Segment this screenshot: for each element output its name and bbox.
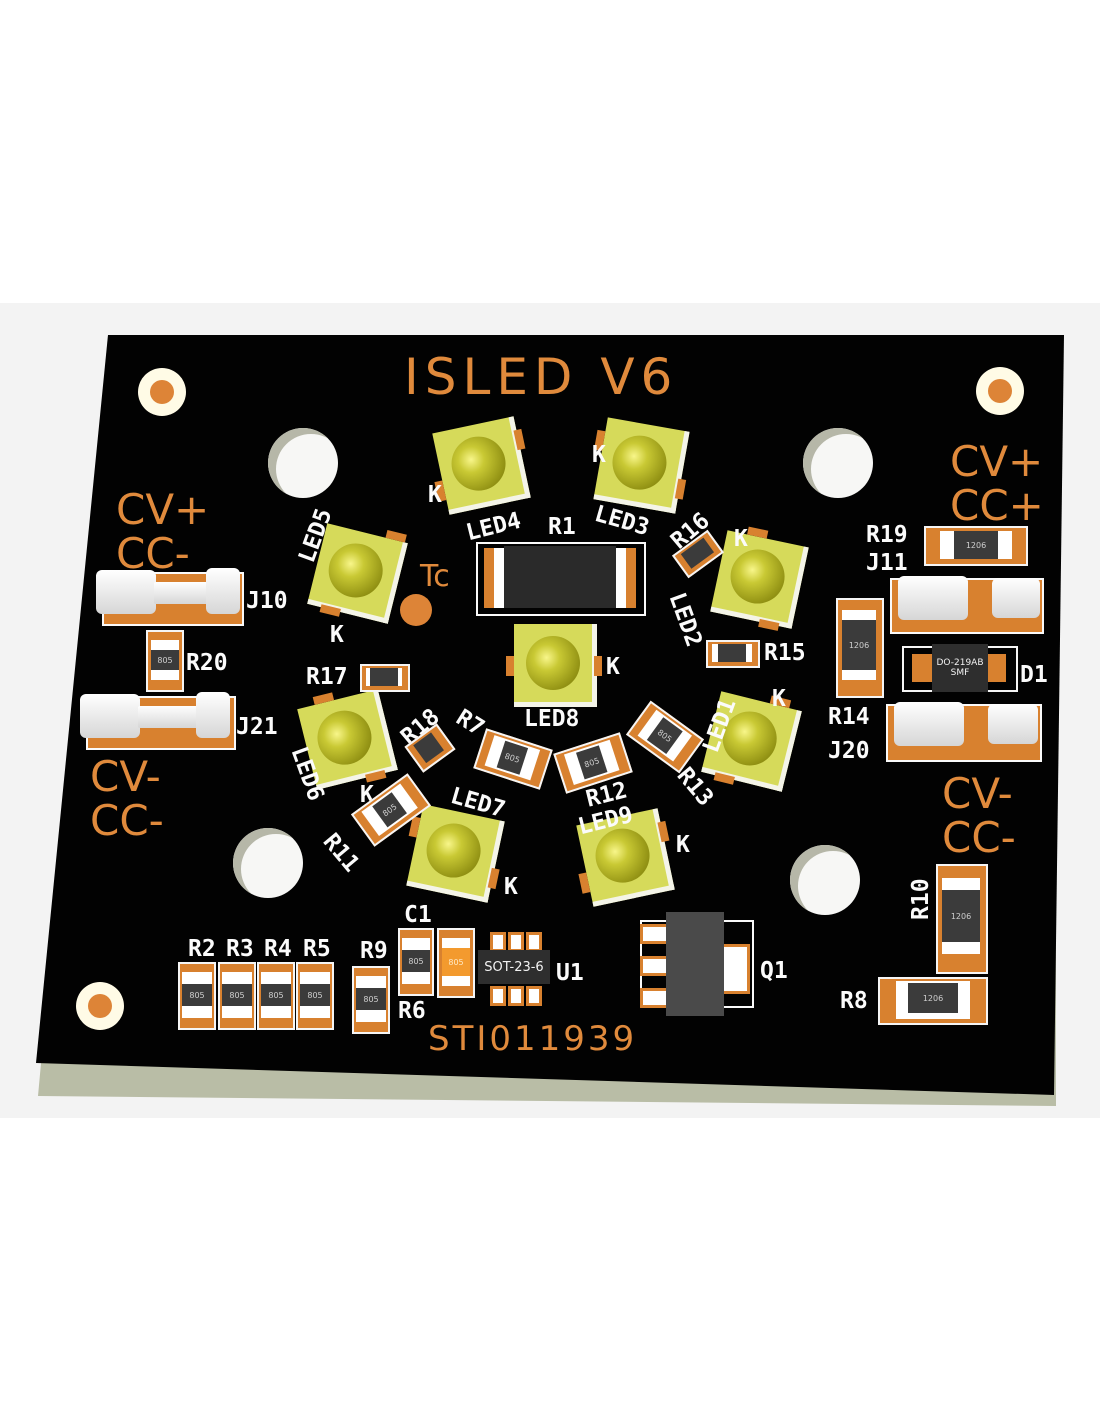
led-3-cathode-label: K [592,442,606,468]
resistor-r15 [706,640,760,668]
polarity-cv-minus: CV- [942,769,1013,818]
connector-j21-label: J21 [236,714,278,740]
part-number: STI011939 [428,1019,638,1059]
polarity-label-right-bottom: CV- CC- [942,772,1016,860]
connector-j21[interactable] [80,692,236,750]
diode-d1-body: DO-219AB SMF [932,644,988,692]
connector-j11-label: J11 [866,550,908,576]
led-8-cathode-label: K [606,654,620,680]
mounting-hole [803,428,873,498]
led-5-cathode-label: K [330,622,344,648]
led-2 [710,526,809,631]
resistor-r19: 1206 [924,526,1028,566]
polarity-label-left-top: CV+ CC- [116,488,209,576]
polarity-cc-minus: CC- [942,813,1016,862]
resistor-r4-label: R4 [264,936,292,962]
resistor-r10-label: R10 [908,878,934,920]
resistor-r4: 805 [257,962,295,1030]
resistor-r1 [476,542,646,616]
led-1-cathode-label: K [772,686,786,712]
resistor-r3-label: R3 [226,936,254,962]
diode-marking-type: SMF [950,668,970,678]
led-4 [432,416,531,515]
connector-j20-label: J20 [828,738,870,764]
connector-j20[interactable] [886,702,1042,762]
resistor-r1-label: R1 [548,514,576,540]
mounting-pad-bottom-left [76,982,124,1030]
led-8 [506,624,602,707]
resistor-r17-label: R17 [306,664,348,690]
led-4-cathode-label: K [428,482,442,508]
resistor-r8-label: R8 [840,988,868,1014]
resistor-r6: 805 [398,928,434,996]
polarity-label-left-bottom: CV- CC- [90,755,164,843]
polarity-cc-minus: CC- [90,796,164,845]
connector-j10[interactable] [96,568,244,626]
polarity-cv-plus: CV+ [950,437,1044,486]
thermal-point-pad [400,594,432,626]
resistor-r6-label: R6 [398,998,426,1024]
resistor-r19-label: R19 [866,522,908,548]
resistor-r9: 805 [352,966,390,1034]
ic-u1-label: U1 [556,960,584,986]
led-2-cathode-label: K [734,526,748,552]
mounting-hole [268,428,338,498]
polarity-cv-minus: CV- [90,752,161,801]
polarity-label-right-top: CV+ CC+ [950,440,1044,528]
connector-j10-label: J10 [246,588,288,614]
diode-d1: DO-219AB SMF [902,644,1018,692]
transistor-q1-body [666,912,724,1016]
resistor-r20: 805 [146,630,184,692]
board-title: ISLED V6 [404,348,679,406]
connector-j11[interactable] [890,576,1044,634]
resistor-r3: 805 [218,962,256,1030]
ic-u1: SOT-23-6 [478,932,550,1006]
led-3 [593,417,690,514]
polarity-cv-plus: CV+ [116,485,210,534]
diode-marking-package: DO-219AB [936,658,984,668]
resistor-r2: 805 [178,962,216,1030]
polarity-cc-minus: CC- [116,529,190,578]
resistor-r15-label: R15 [764,640,806,666]
led-7-cathode-label: K [504,874,518,900]
resistor-r17 [360,664,410,692]
led-8-label: LED8 [524,706,580,732]
capacitor-c1-label: C1 [404,902,432,928]
mounting-hole [790,845,860,915]
resistor-r9-label: R9 [360,938,388,964]
mounting-pad-top-right [976,367,1024,415]
transistor-q1-label: Q1 [760,958,788,984]
resistor-r8: 1206 [878,977,988,1025]
resistor-r14-label: R14 [828,704,870,730]
resistor-r20-label: R20 [186,650,228,676]
ic-u1-package: SOT-23-6 [478,950,550,984]
thermal-point-label: Tc [420,559,450,594]
resistor-r14: 1206 [836,598,884,698]
capacitor-c1: 805 [437,928,475,998]
resistor-r10: 1206 [936,864,988,974]
mounting-pad-top-left [138,368,186,416]
polarity-cc-plus: CC+ [950,481,1044,530]
mounting-hole [233,828,303,898]
led-9-cathode-label: K [676,832,690,858]
diode-d1-label: D1 [1020,662,1048,688]
resistor-r5: 805 [296,962,334,1030]
resistor-r5-label: R5 [303,936,331,962]
resistor-r2-label: R2 [188,936,216,962]
